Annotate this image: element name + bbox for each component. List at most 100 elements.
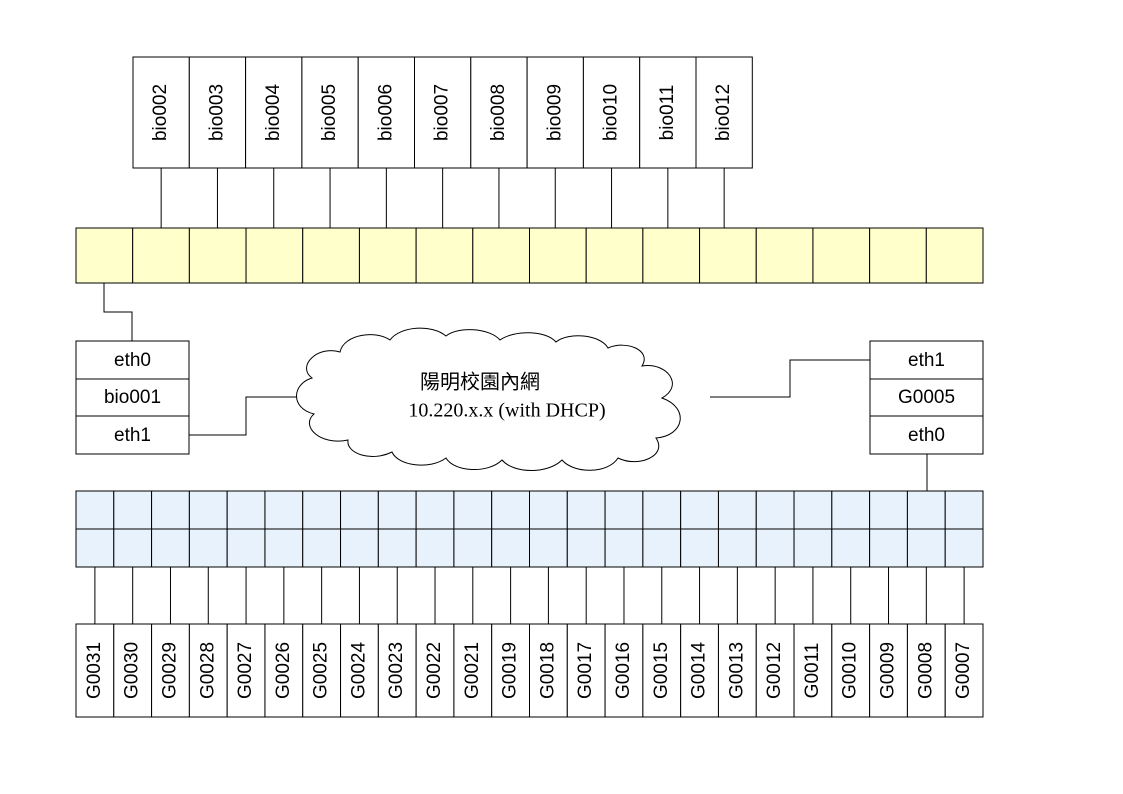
cloud-shape	[296, 327, 681, 471]
switch-port	[869, 490, 908, 530]
port-label-eth1: eth1	[908, 350, 945, 371]
server-label: G0009	[878, 642, 899, 699]
server-box	[582, 56, 641, 169]
switch-port	[642, 528, 682, 568]
switch-port	[491, 490, 531, 530]
switch-port	[415, 490, 455, 530]
wire-cloud-to-g0005	[710, 359, 870, 398]
switch-port	[793, 528, 833, 568]
switch-port	[717, 528, 757, 568]
switch-port	[585, 227, 644, 284]
switch-port	[831, 528, 871, 568]
switch-port	[680, 490, 719, 530]
server-label: G0031	[84, 642, 105, 699]
server-label: bio003	[206, 84, 227, 141]
switch-port	[151, 490, 190, 530]
switch-port	[377, 490, 417, 530]
switch-port	[226, 528, 266, 568]
server-box	[906, 623, 946, 718]
server-box	[793, 623, 833, 718]
server-label: G0016	[613, 642, 634, 699]
server-label: G0025	[311, 642, 332, 699]
server-box	[869, 623, 908, 718]
server-label: G0018	[537, 642, 558, 699]
server-label: G0028	[197, 642, 218, 699]
server-label: G0008	[915, 642, 936, 699]
campus-network-cloud: 陽明校園內網 10.220.x.x (with DHCP)	[296, 327, 681, 471]
switch-port	[755, 528, 795, 568]
server-box	[944, 623, 984, 718]
server-label: G0012	[764, 642, 785, 699]
switch-port	[340, 528, 379, 568]
port-label-eth0: eth0	[114, 350, 151, 371]
switch-port	[151, 528, 190, 568]
switch-port	[529, 227, 587, 284]
server-label: bio005	[319, 84, 340, 141]
server-label: G0027	[235, 642, 256, 699]
server-box	[755, 623, 795, 718]
node-name-label: bio001	[104, 387, 161, 408]
server-box	[377, 623, 417, 718]
switch-port	[699, 227, 757, 284]
switch-port	[302, 490, 342, 530]
server-label: G0019	[500, 642, 521, 699]
server-box	[695, 56, 753, 169]
server-box	[453, 623, 493, 718]
server-label: G0030	[122, 642, 143, 699]
server-box	[301, 56, 359, 169]
server-label: G0007	[953, 642, 974, 699]
server-box	[717, 623, 757, 718]
server-label: G0010	[840, 642, 861, 699]
switch-port	[604, 490, 644, 530]
server-label: G0011	[802, 643, 823, 699]
server-box	[75, 623, 115, 718]
server-box	[188, 623, 228, 718]
switch-port	[529, 528, 568, 568]
switch-port	[377, 528, 417, 568]
server-label: G0022	[424, 642, 445, 699]
cloud-subnet-label: 10.220.x.x (with DHCP)	[408, 400, 605, 422]
server-label: G0017	[575, 642, 596, 699]
switch-port	[358, 227, 417, 284]
server-box	[831, 623, 871, 718]
switch-port	[453, 490, 493, 530]
switch-port	[944, 528, 984, 568]
port-label-eth0: eth0	[908, 425, 945, 446]
head-node-g0005: eth1 G0005 eth0	[869, 340, 984, 455]
switch-port	[453, 528, 493, 568]
switch-port	[302, 227, 360, 284]
server-box	[132, 56, 190, 169]
top-switch	[75, 227, 984, 284]
server-label: G0023	[386, 642, 407, 699]
switch-port	[944, 490, 984, 530]
wire-bio001-to-cloud	[189, 396, 302, 436]
server-label: G0021	[462, 642, 483, 699]
server-label: bio010	[601, 84, 622, 141]
switch-port	[529, 490, 568, 530]
switch-port	[75, 227, 134, 284]
server-box	[529, 623, 568, 718]
server-box	[414, 56, 472, 169]
switch-port	[906, 490, 946, 530]
server-label: G0014	[689, 642, 710, 699]
server-label: G0024	[348, 642, 369, 699]
server-box	[639, 56, 697, 169]
switch-port	[340, 490, 379, 530]
switch-port	[812, 227, 871, 284]
port-label-eth1: eth1	[114, 425, 151, 446]
cloud-title: 陽明校園內網	[420, 371, 540, 394]
server-box	[604, 623, 644, 718]
switch-port	[245, 227, 304, 284]
switch-port	[302, 528, 342, 568]
server-box	[302, 623, 342, 718]
connection-lines	[103, 283, 928, 491]
switch-port	[604, 528, 644, 568]
server-box	[680, 623, 719, 718]
server-box	[226, 623, 266, 718]
node-name-label: G0005	[898, 387, 955, 408]
server-label: bio004	[263, 84, 284, 141]
head-node-box	[75, 340, 190, 455]
